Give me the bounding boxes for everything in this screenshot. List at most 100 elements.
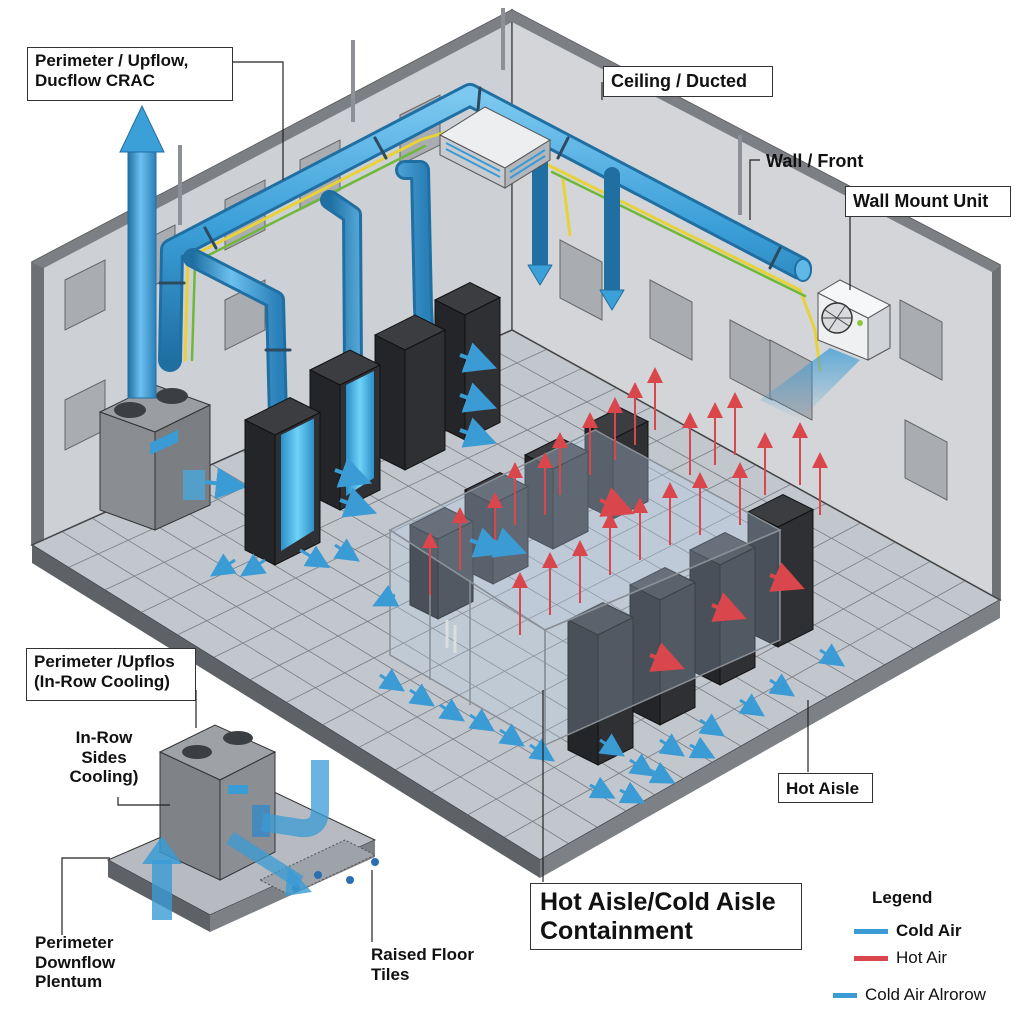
- floor-edge-left: [32, 545, 540, 878]
- drop-arrow-1: [527, 264, 553, 286]
- crac-fan-icon: [156, 388, 188, 404]
- cold-air-arrow: [333, 538, 360, 562]
- legend-swatch-cold: [854, 928, 888, 934]
- label-perimeter-upflow-crac: Perimeter / Upflow, Ducflow CRAC: [27, 47, 233, 101]
- perimeter-crac-unit: [98, 104, 248, 531]
- floor-edge-right: [540, 600, 1000, 878]
- rack-side: [552, 450, 589, 550]
- legend-swatch-cold-arrow: [833, 992, 857, 998]
- hot-air-arrows: [422, 367, 828, 672]
- inrow-up-arrow-head: [142, 836, 182, 864]
- coupling: [768, 246, 782, 270]
- duct-couplings: [158, 86, 782, 352]
- drop-arrow-2: [599, 289, 625, 311]
- label-ceiling-ducted: Ceiling / Ducted: [603, 66, 773, 97]
- floor-grommet: [371, 858, 379, 866]
- wall-panel: [559, 239, 603, 321]
- legend-label: Hot Air: [896, 948, 948, 967]
- label-perimeter-downflow-plenum: Perimeter Downflow Plentum: [35, 933, 115, 992]
- label-line: Hot Aisle/Cold Aisle: [540, 888, 776, 916]
- rack-side: [464, 296, 501, 441]
- cold-air-arrow: [372, 584, 400, 607]
- label-line: Perimeter /Upflos: [34, 652, 175, 671]
- cold-air-arrow: [768, 673, 795, 697]
- crac-fan-icon: [114, 402, 146, 418]
- main-duct-highlight: [161, 86, 809, 369]
- leader-perimeter-upflow: [232, 61, 284, 180]
- coupling: [203, 226, 218, 250]
- ceiling-ducted-unit: [438, 106, 552, 189]
- cable-yellow: [183, 126, 462, 362]
- cold-air-arrow: [339, 487, 378, 518]
- legend-swatch-hot: [854, 955, 888, 961]
- cold-air-arrow: [648, 761, 676, 784]
- rack-side: [404, 329, 446, 471]
- label-text: Wall Mount Unit: [853, 191, 989, 211]
- cold-air-arrow: [588, 776, 616, 799]
- inrow-detail: [106, 724, 379, 932]
- label-line: (In-Row Cooling): [34, 671, 170, 691]
- inrow-fan-icon: [182, 745, 212, 759]
- label-line: Sides: [81, 747, 127, 767]
- inrow-u-arrow: [260, 760, 329, 838]
- coupling: [476, 86, 482, 112]
- tile-line: [467, 561, 931, 816]
- cold-air-arrow: [299, 545, 331, 569]
- vent-slat: [509, 149, 546, 173]
- status-led: [857, 320, 863, 326]
- cold-air-arrow: [459, 417, 498, 448]
- ceiling-unit-side: [504, 139, 551, 189]
- label-line: Perimeter / Upflow,: [35, 51, 189, 70]
- floor-grommet: [314, 871, 322, 879]
- rack-side: [437, 520, 474, 620]
- crac-coil-panel: [183, 470, 205, 500]
- hot-air-arrow: [711, 592, 747, 622]
- ceiling-struts: [178, 8, 742, 225]
- label-line: In-Row: [75, 728, 133, 747]
- cold-air-arrow: [469, 527, 508, 558]
- crac-outlet-arrow: [204, 467, 248, 500]
- cold-air-arrow: [698, 713, 725, 737]
- upflow-arrow-shaft: [127, 147, 157, 399]
- server-rack: [566, 601, 635, 766]
- hot-air-arrow: [649, 642, 685, 672]
- floor-grommet: [346, 876, 354, 884]
- cold-air-arrow: [468, 708, 495, 732]
- crac-display: [150, 429, 178, 456]
- cold-air-arrow: [688, 736, 716, 759]
- coupling: [373, 136, 388, 160]
- label-line: Raised Floor: [371, 945, 474, 964]
- wall-panel: [904, 419, 948, 501]
- containment-enclosure: [388, 429, 782, 747]
- vent-slat: [445, 148, 501, 178]
- inrow-up-arrow-shaft: [152, 860, 172, 920]
- coupling: [556, 136, 570, 160]
- leader-lines: [61, 61, 851, 942]
- cold-air-arrow: [598, 733, 625, 757]
- label-raised-floor-tiles: Raised Floor Tiles: [371, 945, 474, 984]
- vent-slat: [509, 155, 546, 179]
- inrow-fan-icon: [223, 731, 253, 745]
- legend-title: Legend: [872, 888, 933, 907]
- cable-trays: [183, 126, 822, 372]
- label-wall-front: Wall / Front: [766, 151, 863, 172]
- wall-mount-unit: [760, 279, 892, 420]
- fan-airflow-beam: [760, 348, 860, 420]
- cold-air-arrow: [334, 457, 373, 488]
- cold-air-arrow: [459, 382, 498, 413]
- cold-air-arrow: [438, 698, 465, 722]
- cold-air-arrow: [618, 781, 646, 804]
- hot-air-arrow: [599, 487, 635, 517]
- cold-air-arrow: [498, 723, 525, 747]
- label-text: Ceiling / Ducted: [611, 71, 748, 91]
- wall-edge-right: [992, 265, 1000, 605]
- label-line: Perimeter: [35, 933, 114, 952]
- label-line: Plentum: [35, 972, 103, 992]
- leader-plenum: [61, 857, 110, 935]
- rack-front: [244, 419, 276, 566]
- label-line: Ducflow CRAC: [35, 70, 155, 90]
- rack-glow-door: [281, 418, 314, 551]
- label-text: Hot Aisle: [786, 779, 860, 798]
- cold-air-arrows: [210, 342, 845, 804]
